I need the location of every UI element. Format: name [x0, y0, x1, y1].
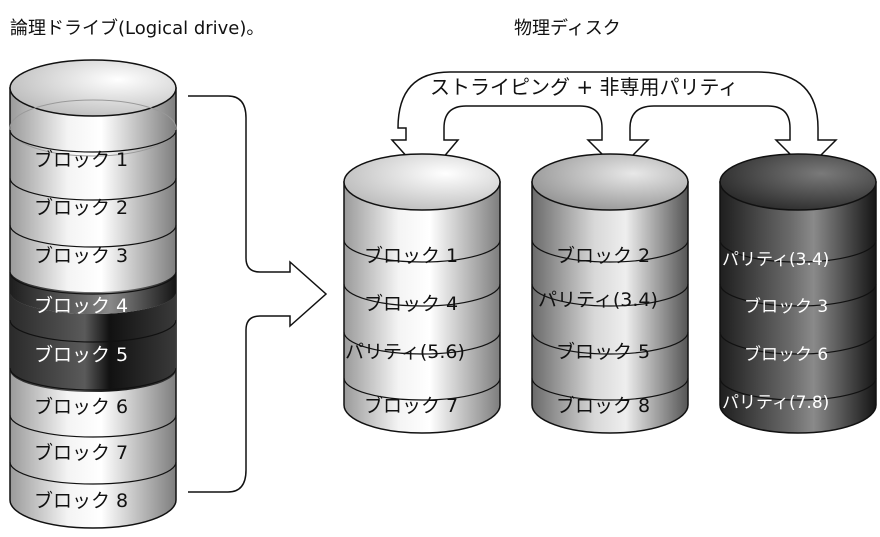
disk2-cell-3: ブロック 5	[556, 340, 650, 363]
logical-block-1: ブロック 1	[34, 148, 128, 171]
disk3-cell-4: パリティ(7.8)	[722, 393, 829, 413]
logical-block-7: ブロック 7	[34, 441, 128, 464]
logical-block-5: ブロック 5	[34, 343, 128, 366]
logical-block-6: ブロック 6	[34, 395, 128, 418]
logical-block-3: ブロック 3	[34, 244, 128, 267]
disk1-cell-3: パリティ(5.6)	[345, 341, 465, 363]
disk2-cell-4: ブロック 8	[556, 394, 650, 417]
physical-disk-2	[531, 153, 689, 434]
mapping-arrow	[188, 95, 328, 493]
logical-drive-title: 論理ドライブ(Logical drive)。	[10, 17, 264, 39]
striping-parity-label: ストライピング + 非専用パリティ	[430, 75, 738, 99]
physical-disk-3	[719, 153, 877, 434]
disk2-cell-2: パリティ(3.4)	[538, 289, 658, 311]
disk3-cell-2: ブロック 3	[744, 296, 828, 317]
disk1-cell-2: ブロック 4	[364, 292, 458, 315]
disk2-cell-1: ブロック 2	[556, 244, 650, 267]
disk3-cell-3: ブロック 6	[744, 344, 828, 365]
logical-block-2: ブロック 2	[34, 196, 128, 219]
disk1-cell-4: ブロック 7	[364, 394, 458, 417]
logical-block-4: ブロック 4	[34, 294, 128, 317]
striping-arrows	[390, 71, 838, 180]
logical-drive-cylinder	[9, 59, 177, 529]
logical-block-8: ブロック 8	[34, 489, 128, 512]
disk3-cell-1: パリティ(3.4)	[722, 250, 829, 270]
physical-disk-1	[343, 153, 501, 434]
physical-disk-title: 物理ディスク	[514, 18, 621, 39]
disk1-cell-1: ブロック 1	[364, 244, 458, 267]
